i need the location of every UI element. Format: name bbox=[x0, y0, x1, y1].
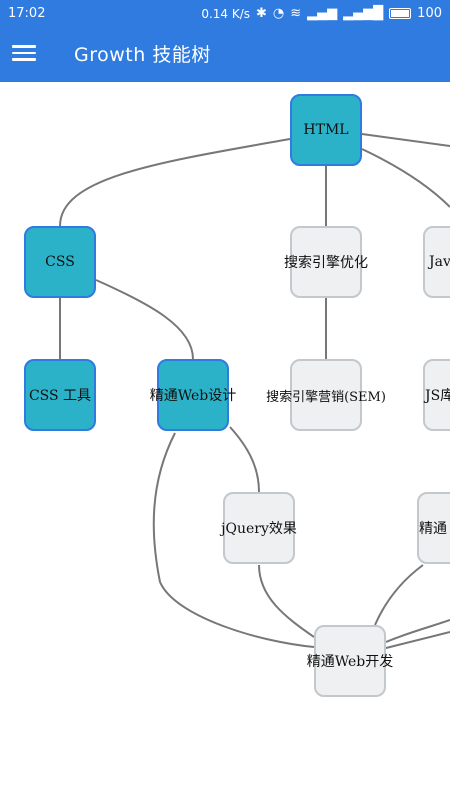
skill-node-web-dev[interactable]: 精通Web开发 bbox=[307, 625, 393, 697]
skill-node-css[interactable]: CSS bbox=[24, 226, 96, 298]
skill-node-jquery-effects[interactable]: jQuery效果 bbox=[221, 492, 297, 564]
skill-node-seo[interactable]: 搜索引擎优化 bbox=[284, 226, 368, 298]
skill-node-label: CSS bbox=[45, 254, 75, 270]
alarm-icon: ◔ bbox=[272, 6, 285, 21]
app-bar: Growth 技能树 bbox=[0, 28, 450, 82]
link-webdesign-jquery bbox=[229, 426, 260, 493]
link-webdesign-webdev bbox=[152, 432, 315, 648]
link-html-css bbox=[59, 138, 291, 227]
skill-node-label: Java bbox=[429, 254, 450, 270]
status-time: 17:02 bbox=[8, 6, 46, 21]
link-mastery-webdev bbox=[374, 564, 424, 626]
link-css-webdesign bbox=[95, 279, 194, 360]
skill-tree-canvas[interactable]: HTML CSS 搜索引擎优化 Java CSS 工具 精通Web设计 搜索引擎… bbox=[0, 82, 450, 800]
skill-node-label: JS库 bbox=[425, 388, 450, 404]
skill-node-label: 精通Web设计 bbox=[149, 388, 237, 404]
link-html-javascript bbox=[361, 148, 450, 208]
skill-node-javascript[interactable]: Java bbox=[423, 226, 450, 298]
battery-icon bbox=[389, 8, 412, 19]
skill-node-label: 精通Web开发 bbox=[306, 654, 394, 670]
skill-node-label: 搜索引擎优化 bbox=[284, 255, 368, 271]
skill-node-sem[interactable]: 搜索引擎营销(SEM) bbox=[266, 359, 386, 431]
signal-4g-icon: ▂▄▆ bbox=[307, 6, 338, 21]
skill-node-js-libs[interactable]: JS库 bbox=[423, 359, 450, 431]
hamburger-menu-icon[interactable] bbox=[12, 42, 36, 62]
network-speed: 0.14 K/s bbox=[201, 6, 251, 21]
skill-node-css-tools[interactable]: CSS 工具 bbox=[24, 359, 96, 431]
skill-tree-links bbox=[59, 133, 450, 649]
signal-icon: ▂▄▆█ bbox=[343, 6, 384, 21]
link-jquery-webdev bbox=[258, 564, 315, 638]
skill-node-label: CSS 工具 bbox=[28, 388, 92, 404]
link-webdev-right-1 bbox=[385, 619, 450, 643]
page-title: Growth 技能树 bbox=[74, 44, 211, 66]
link-html-right bbox=[361, 133, 450, 147]
link-webdev-right-2 bbox=[385, 631, 450, 649]
skill-node-label: 搜索引擎营销(SEM) bbox=[266, 389, 386, 405]
battery-level: 100 bbox=[417, 6, 442, 21]
skill-node-label: 精通 bbox=[419, 521, 447, 537]
bluetooth-icon: ✱ bbox=[256, 6, 267, 21]
skill-node-html[interactable]: HTML bbox=[290, 94, 362, 166]
skill-node-mastery[interactable]: 精通 bbox=[417, 492, 450, 564]
status-icons: 0.14 K/s ✱ ◔ ≋ ▂▄▆ ▂▄▆█ 100 bbox=[201, 6, 442, 21]
status-bar: 17:02 0.14 K/s ✱ ◔ ≋ ▂▄▆ ▂▄▆█ 100 bbox=[0, 0, 450, 28]
skill-node-label: jQuery效果 bbox=[221, 521, 297, 537]
wifi-icon: ≋ bbox=[290, 6, 302, 21]
skill-node-label: HTML bbox=[303, 122, 349, 138]
skill-node-web-design[interactable]: 精通Web设计 bbox=[150, 359, 236, 431]
